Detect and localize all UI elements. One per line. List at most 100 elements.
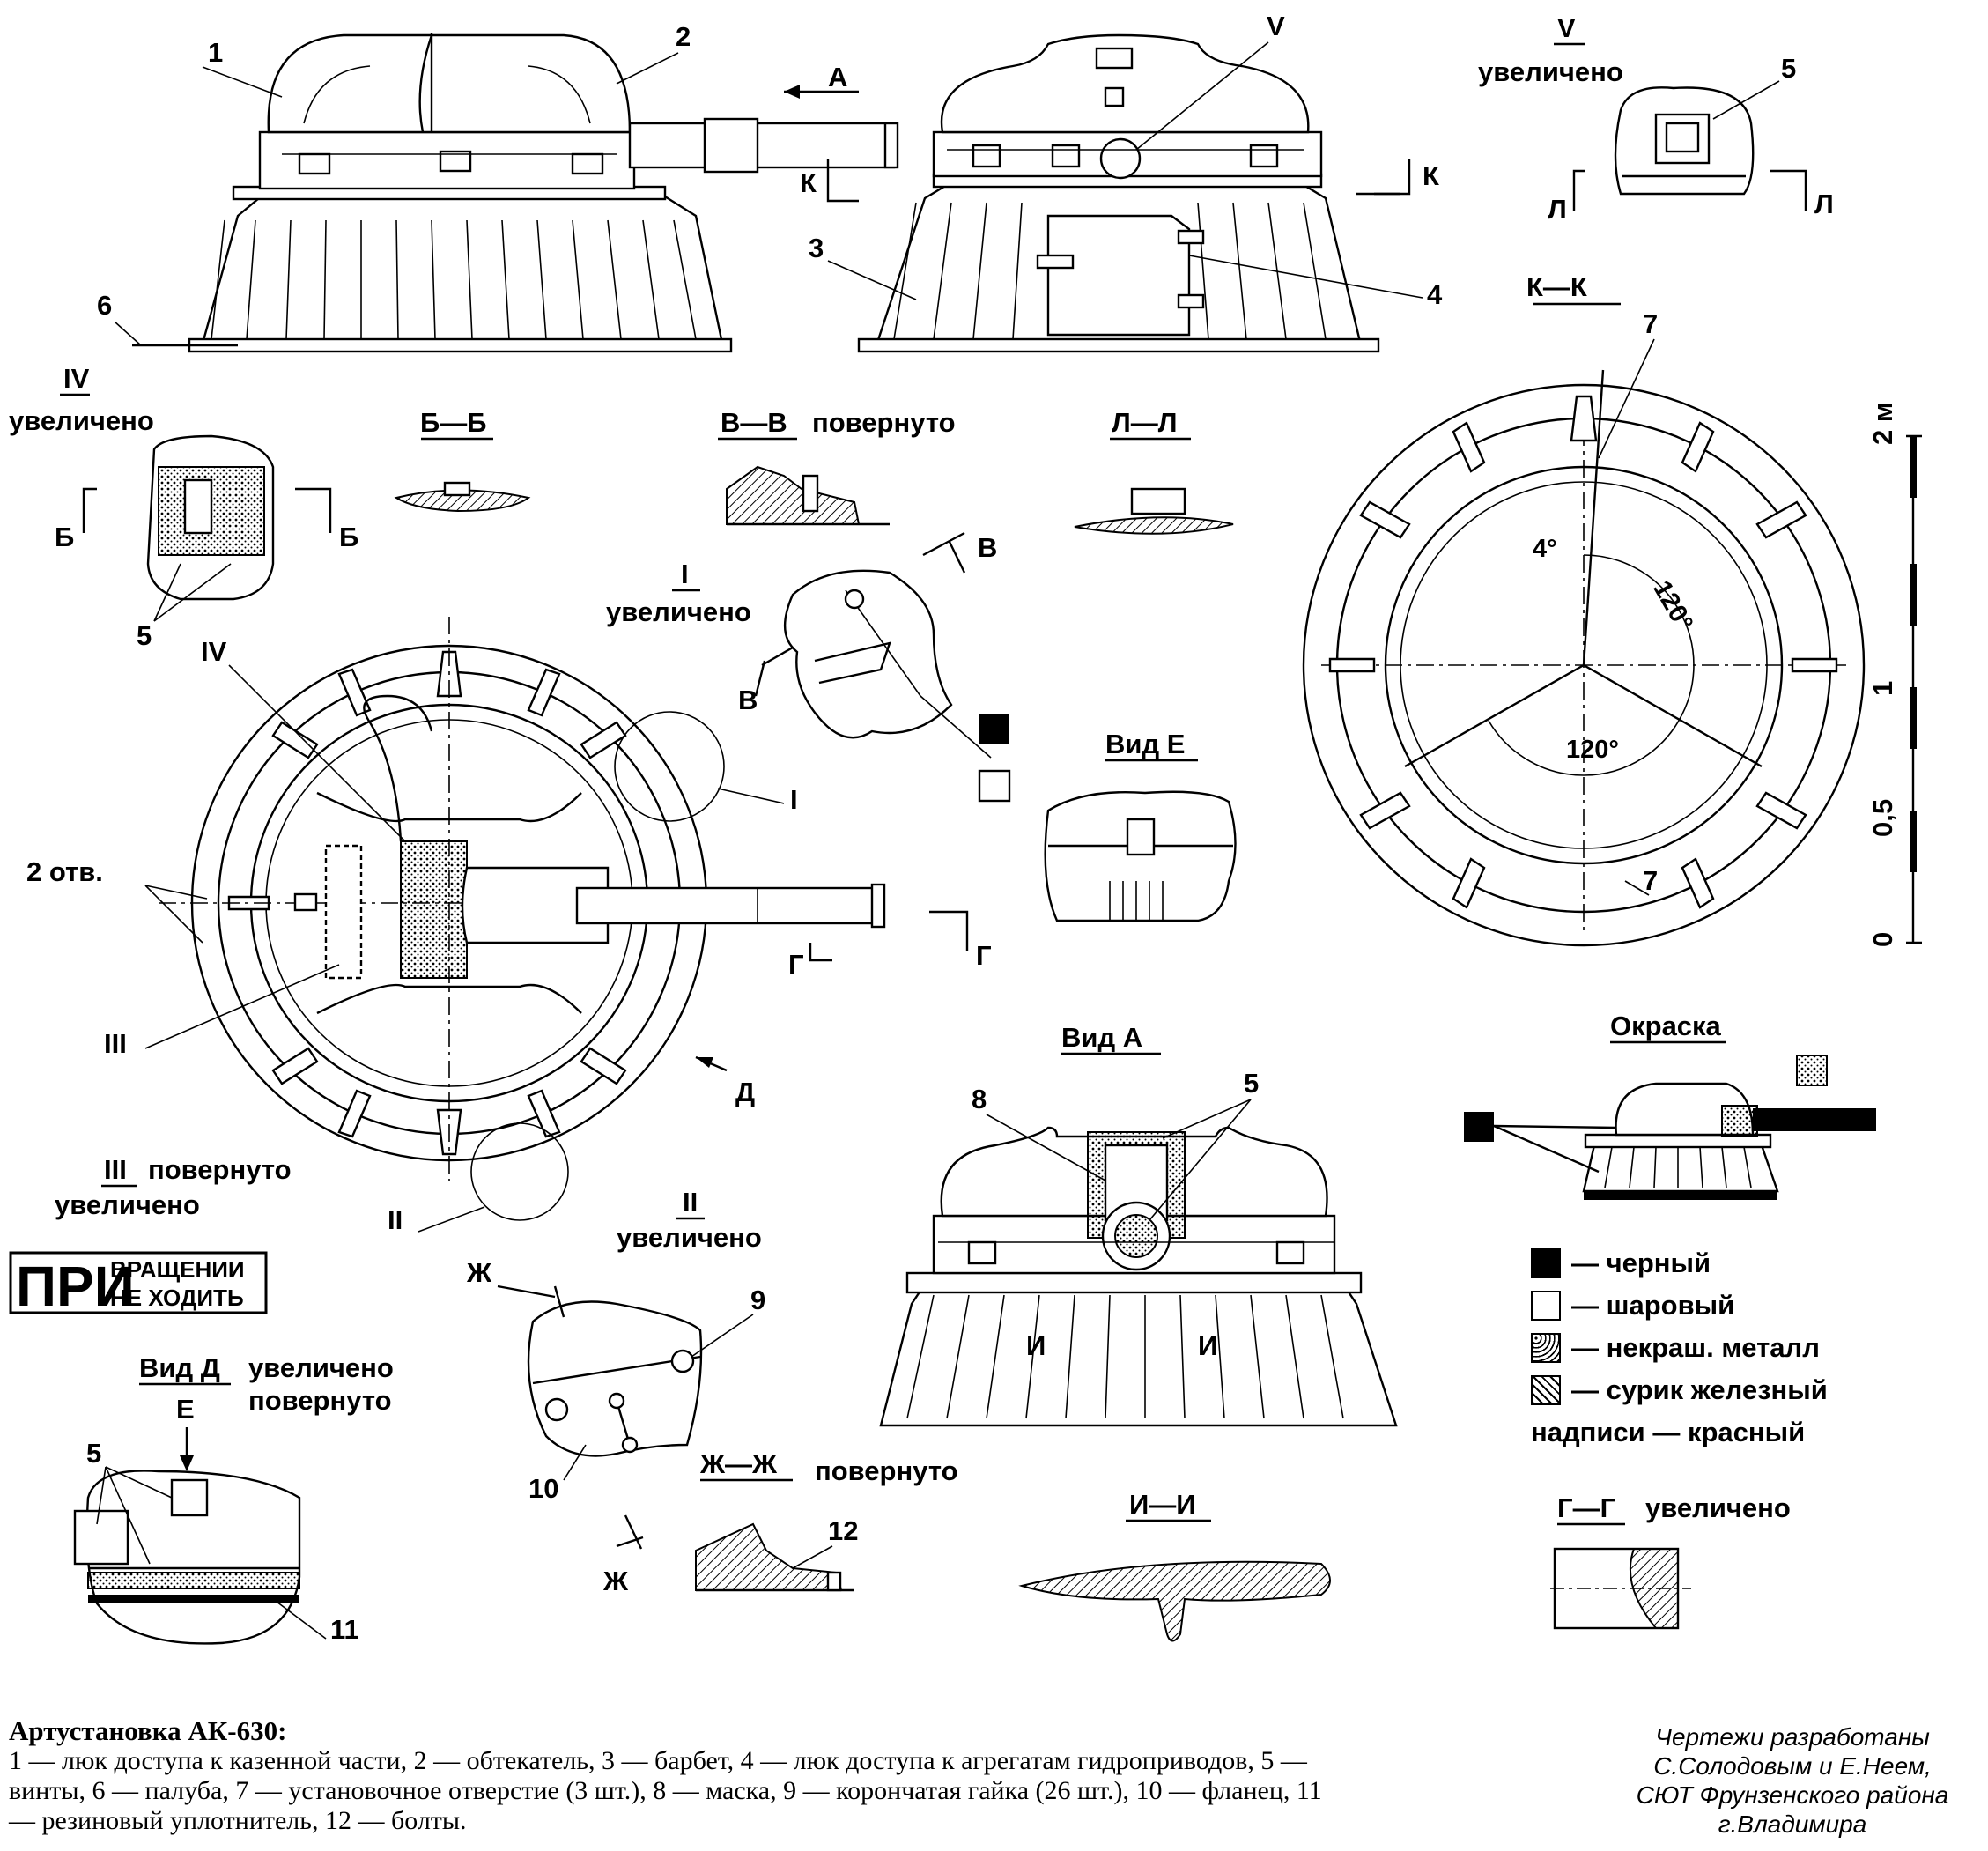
label-3: 3: [809, 233, 824, 263]
section-G-G: Г—Г увеличено: [1550, 1492, 1791, 1630]
section-K-K: К—К 7 7 4° 120° 120°: [1302, 271, 1866, 947]
legend-row-dots: — некраш. металл: [1531, 1327, 1945, 1369]
KK-label-7: 7: [1643, 308, 1658, 339]
II-enl-a: II: [683, 1187, 698, 1218]
ZhZh-title: Ж—Ж: [699, 1448, 778, 1479]
label-K-right: К: [1423, 160, 1439, 191]
legend-text-white: — шаровый: [1571, 1290, 1735, 1321]
III-enl-a: III: [104, 1154, 127, 1185]
scale-1: 1: [1867, 681, 1898, 696]
view-E: Вид Е: [1044, 729, 1237, 922]
legend-row-white: — шаровый: [1531, 1285, 1945, 1327]
vidA-I-left: И: [1026, 1330, 1046, 1361]
detail-III-caption: III повернуто увеличено: [55, 1154, 292, 1220]
scale-bar: 2 м 1 0,5 0: [1867, 402, 1922, 947]
II-label-10: 10: [528, 1473, 558, 1504]
swatch-black: [1531, 1248, 1561, 1278]
legend-text-inscriptions: надписи — красный: [1531, 1417, 1806, 1447]
angle-4: 4°: [1533, 535, 1557, 563]
detail-I-enlarged: I увеличено В В: [606, 531, 1011, 803]
label-2: 2: [676, 21, 691, 52]
caption-body: 1 — люк доступа к казенной части, 2 — об…: [9, 1746, 1322, 1835]
II-cut-title: И—И: [1129, 1489, 1196, 1520]
II-label-9: 9: [750, 1285, 765, 1315]
section-Zh-Zh: Ж—Ж повернуто 12: [695, 1448, 958, 1592]
detail-IV-enlarged: IV увеличено Б Б 5: [9, 363, 358, 651]
swatch-dots: [1531, 1333, 1561, 1363]
detail-II-enlarged: II увеличено 9 10 Ж Ж: [466, 1187, 765, 1596]
vidD-E: Е: [176, 1394, 195, 1425]
top-I-label: I: [790, 784, 798, 815]
top-II-label: II: [388, 1204, 403, 1235]
Zh-bottom: Ж: [602, 1566, 629, 1596]
ZhZh-label-12: 12: [828, 1515, 858, 1546]
III-enl-b: повернуто: [148, 1154, 292, 1185]
legend-row-inscriptions: надписи — красный: [1531, 1411, 1945, 1454]
paint-title: Окраска: [1610, 1011, 1722, 1041]
vidD-label-11: 11: [330, 1614, 359, 1645]
sign-line2: НЕ ХОДИТЬ: [110, 1285, 244, 1311]
section-L-L: Л—Л: [1074, 407, 1234, 535]
L-right: Л: [1814, 189, 1834, 219]
VV-sub: повернуто: [812, 407, 956, 438]
swatch-hatch: [1531, 1375, 1561, 1405]
sign-prefix: ПРИ: [16, 1255, 135, 1318]
legend-row-hatch: — сурик железный: [1531, 1369, 1945, 1411]
vidD-b: увеличено: [248, 1352, 394, 1383]
paint-scheme: Окраска: [1464, 1011, 1876, 1200]
vidD-label-5: 5: [86, 1438, 101, 1469]
IV-label-5: 5: [137, 620, 152, 651]
GG-sub: увеличено: [1645, 1492, 1791, 1523]
scale-0: 0: [1867, 932, 1898, 947]
legend-text-hatch: — сурик железный: [1571, 1374, 1828, 1405]
vidD-c: повернуто: [248, 1385, 392, 1416]
credits-line-1: Чертежи разработаны: [1655, 1723, 1930, 1751]
I-V-right: В: [978, 532, 997, 563]
KK-title: К—К: [1526, 271, 1587, 302]
scale-05: 0,5: [1867, 799, 1898, 837]
side-view-leaders: 1 2 6 А К: [97, 21, 859, 346]
vidA-title: Вид А: [1061, 1022, 1142, 1053]
top-view-leaders: IV I 2 отв. III Г Г Д II: [26, 636, 992, 1235]
vidE-title: Вид Е: [1105, 729, 1185, 759]
legend-row-black: — черный: [1531, 1242, 1945, 1285]
detail-V-enlarged: V увеличено 5 Л Л: [1478, 12, 1834, 225]
ZhZh-sub: повернуто: [815, 1455, 958, 1486]
top-IV-label: IV: [201, 636, 227, 667]
vidA-I-right: И: [1198, 1330, 1217, 1361]
section-I-I: И—И: [1018, 1489, 1331, 1642]
D-label: Д: [735, 1077, 755, 1107]
IV-sub: увеличено: [9, 405, 154, 436]
top-III-label: III: [104, 1028, 127, 1059]
legend-text-black: — черный: [1571, 1248, 1711, 1278]
vidA-label-5: 5: [1244, 1068, 1259, 1099]
view-D: Вид Д увеличено повернуто Е 5 11: [73, 1352, 394, 1645]
Zh-top: Ж: [466, 1257, 492, 1288]
scale-2m: 2 м: [1867, 402, 1898, 445]
label-K-left: К: [800, 167, 817, 198]
vidA-label-8: 8: [972, 1084, 987, 1114]
front-view-leaders: V 3 4 К: [809, 11, 1443, 310]
front-view-turret: [857, 33, 1400, 353]
angle-120-b: 120°: [1566, 736, 1619, 764]
I-V-left: В: [738, 685, 758, 715]
B-left: Б: [55, 522, 74, 552]
vidD-title: Вид Д: [139, 1352, 220, 1383]
top-view-turret: [159, 617, 886, 1221]
label-V-callout: V: [1267, 11, 1285, 41]
credits-line-4: г.Владимира: [1718, 1810, 1867, 1838]
BB-title: Б—Б: [420, 407, 487, 438]
side-view-turret: [132, 33, 899, 353]
paint-legend: — черный — шаровый — некраш. металл — су…: [1531, 1242, 1945, 1454]
label-A: А: [828, 62, 847, 93]
III-enl-c: увеличено: [55, 1189, 200, 1220]
warning-sign: ПРИ ВРАЩЕНИИ НЕ ХОДИТЬ: [9, 1251, 268, 1318]
KK-label-7-lower: 7: [1643, 865, 1658, 896]
B-right: Б: [339, 522, 358, 552]
section-V-V: В—В повернуто: [718, 407, 956, 526]
credits-line-2: С.Солодовым и Е.Неем,: [1653, 1752, 1932, 1780]
figure-caption: Артустановка АК-630: 1 — люк доступа к к…: [9, 1716, 1348, 1836]
G-right: Г: [976, 940, 992, 971]
